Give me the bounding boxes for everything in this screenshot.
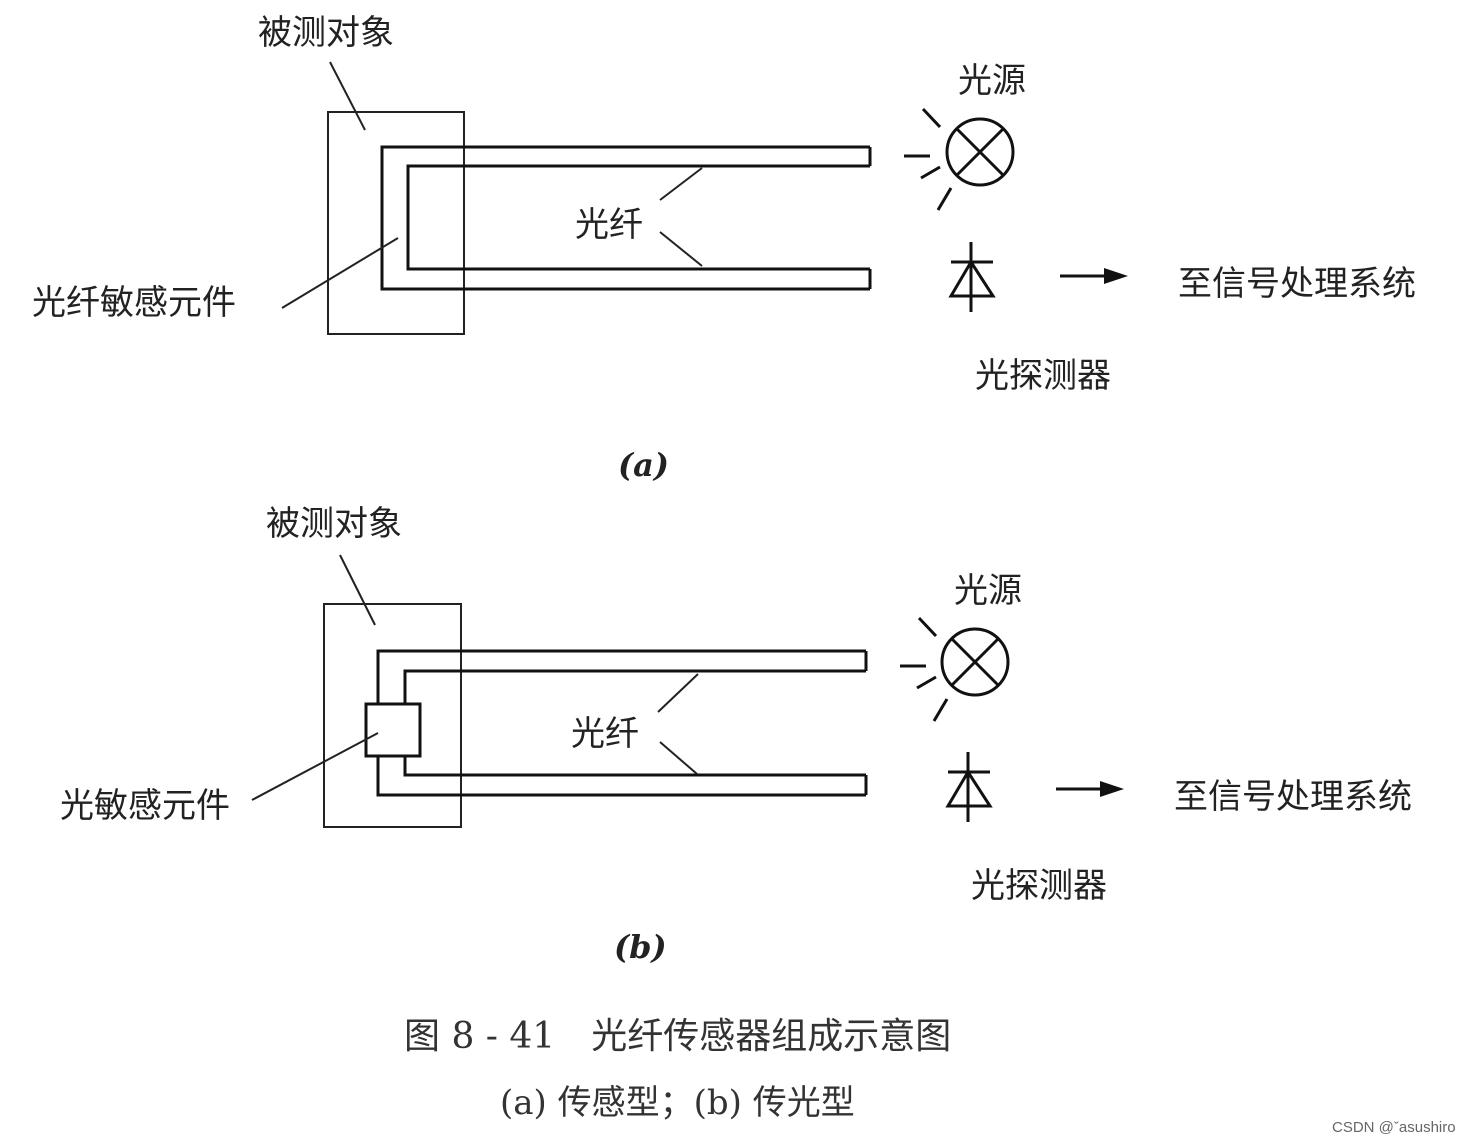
output-label: 至信号处理系统	[1178, 264, 1416, 304]
sensitive-element-label: 光纤敏感元件	[32, 283, 236, 323]
output-label: 至信号处理系统	[1174, 777, 1412, 817]
panel-a: 被测对象 光纤 光纤敏感元件 光源 光探测器	[32, 13, 1416, 484]
panel-a-label: (a)	[618, 446, 669, 484]
watermark: CSDN @ˇasushiro	[1332, 1119, 1456, 1136]
measured-object-leader	[329, 61, 366, 131]
detector-label: 光探测器	[975, 356, 1111, 396]
arrow-right-icon	[1056, 781, 1124, 797]
light-source-label: 光源	[954, 571, 1022, 611]
measured-object-leader	[339, 554, 376, 626]
fiber-leader-bottom	[659, 741, 698, 775]
fiber-outer-lower	[376, 756, 866, 797]
photodiode-icon	[945, 752, 993, 822]
lamp-icon	[900, 616, 1010, 722]
sensitive-element-leader	[281, 237, 399, 309]
arrow-right-icon	[1060, 268, 1128, 284]
lamp-icon	[904, 107, 1015, 211]
photosensitive-element	[364, 702, 422, 758]
fiber-inner	[406, 164, 870, 271]
measured-object-box	[323, 603, 462, 828]
measured-object-label: 被测对象	[266, 504, 402, 544]
fiber-label: 光纤	[571, 714, 639, 754]
sensitive-element-label: 光敏感元件	[60, 786, 230, 826]
fiber-leader-top	[657, 673, 699, 713]
measured-object-box	[327, 111, 465, 335]
fiber-inner	[403, 669, 866, 704]
panel-b: 被测对象 光纤 光敏感元件 光源 光探测器	[60, 504, 1412, 966]
measured-object-label: 被测对象	[258, 13, 394, 53]
fiber-inner-lower	[403, 756, 866, 777]
fiber-outer	[376, 649, 866, 704]
fiber-leader-bottom	[659, 231, 703, 267]
figure-caption-subtitle: (a) 传感型；(b) 传光型	[500, 1083, 855, 1123]
fiber-outer	[380, 145, 870, 291]
fiber-leader-top	[659, 167, 703, 201]
fiber-label: 光纤	[575, 205, 643, 245]
sensitive-element-leader	[251, 732, 379, 801]
detector-label: 光探测器	[971, 866, 1107, 906]
photodiode-icon	[948, 242, 996, 312]
figure-caption-title: 图 8 - 41 光纤传感器组成示意图	[404, 1016, 951, 1057]
panel-b-label: (b)	[614, 928, 667, 966]
light-source-label: 光源	[958, 61, 1026, 101]
